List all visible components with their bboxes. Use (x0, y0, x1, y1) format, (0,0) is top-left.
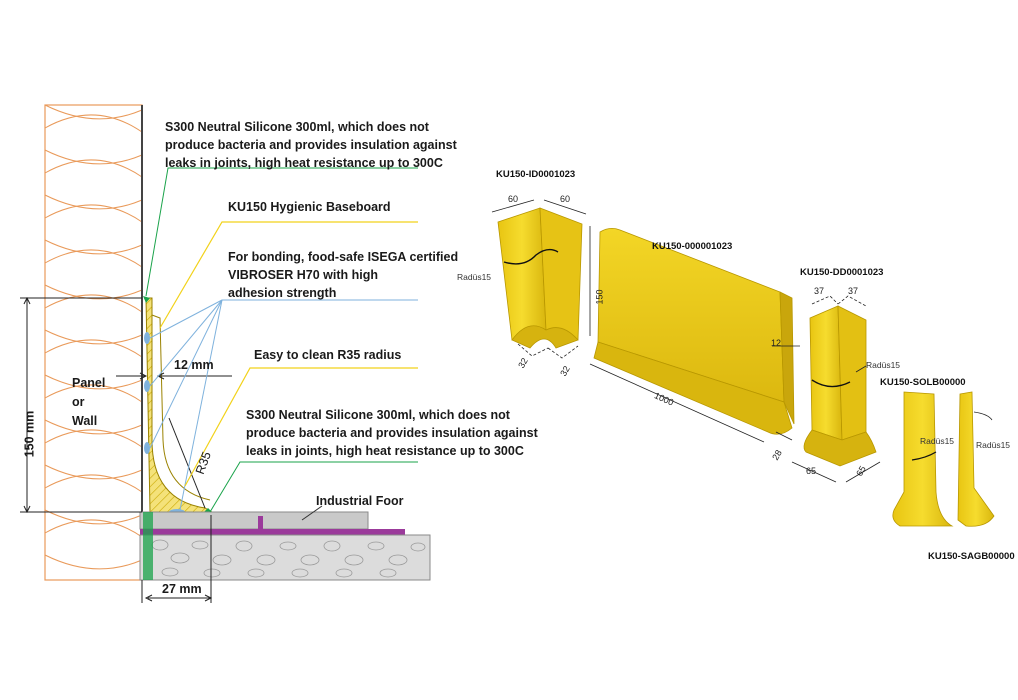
product-left-end (892, 391, 954, 527)
dim-height: 150 mm (22, 410, 37, 458)
dim-thickness: 12 mm (174, 358, 214, 372)
baseboard-section (145, 297, 214, 513)
dim-outer-37a: 37 (814, 286, 825, 296)
dim-base: 27 mm (162, 582, 202, 596)
leader-silicone-bottom (209, 461, 418, 513)
annotation-silicone-bottom: S300 Neutral Silicone 300ml, which does … (246, 408, 538, 458)
dim-inner-60b: 60 (560, 194, 571, 204)
leader-radius (184, 367, 418, 487)
annotation-baseboard: KU150 Hygienic Baseboard (228, 200, 391, 214)
leader-silicone-top (145, 167, 418, 297)
wall-insulation-panel (44, 104, 143, 581)
product-outer-corner (791, 295, 881, 483)
code-left-end: KU150-SOLB00000 (880, 377, 966, 388)
code-outer-corner: KU150-DD0001023 (800, 267, 884, 278)
radius-outer: Radüs15 (866, 360, 901, 370)
dim-outer-65a: 65 (806, 466, 817, 476)
leader-floor (301, 505, 323, 521)
radius-inner: Radüs15 (457, 272, 492, 282)
code-right-end: KU150-SAGB00000 (928, 551, 1015, 562)
annotation-floor: Industrial Foor (316, 494, 404, 508)
dim-outer-37b: 37 (848, 286, 859, 296)
code-straight: KU150-000001023 (652, 241, 733, 252)
radius-left-end: Radüs15 (920, 436, 955, 446)
product-straight (589, 228, 800, 443)
panel-label: Panel or Wall (72, 376, 106, 428)
floor-concrete (139, 534, 431, 581)
floor-screed (139, 511, 369, 530)
leader-bonding (149, 299, 418, 511)
annotation-bonding: For bonding, food-safe ISEGA certified V… (228, 250, 459, 300)
annotation-radius: Easy to clean R35 radius (254, 348, 402, 362)
annotation-silicone-top: S300 Neutral Silicone 300ml, which does … (165, 120, 457, 170)
dim-inner-60a: 60 (508, 194, 519, 204)
silicone-bead-top (143, 296, 150, 303)
dim-inner-150: 150 (594, 289, 605, 305)
dimension-lines (20, 296, 232, 603)
product-right-end (957, 391, 995, 527)
code-inner-corner: KU150-ID0001023 (496, 169, 576, 180)
product-inner-corner (491, 199, 591, 359)
radius-right-end: Radüs15 (976, 440, 1011, 450)
leader-baseboard (159, 221, 418, 329)
floor-membrane (140, 529, 405, 535)
dim-straight-12: 12 (771, 338, 782, 348)
